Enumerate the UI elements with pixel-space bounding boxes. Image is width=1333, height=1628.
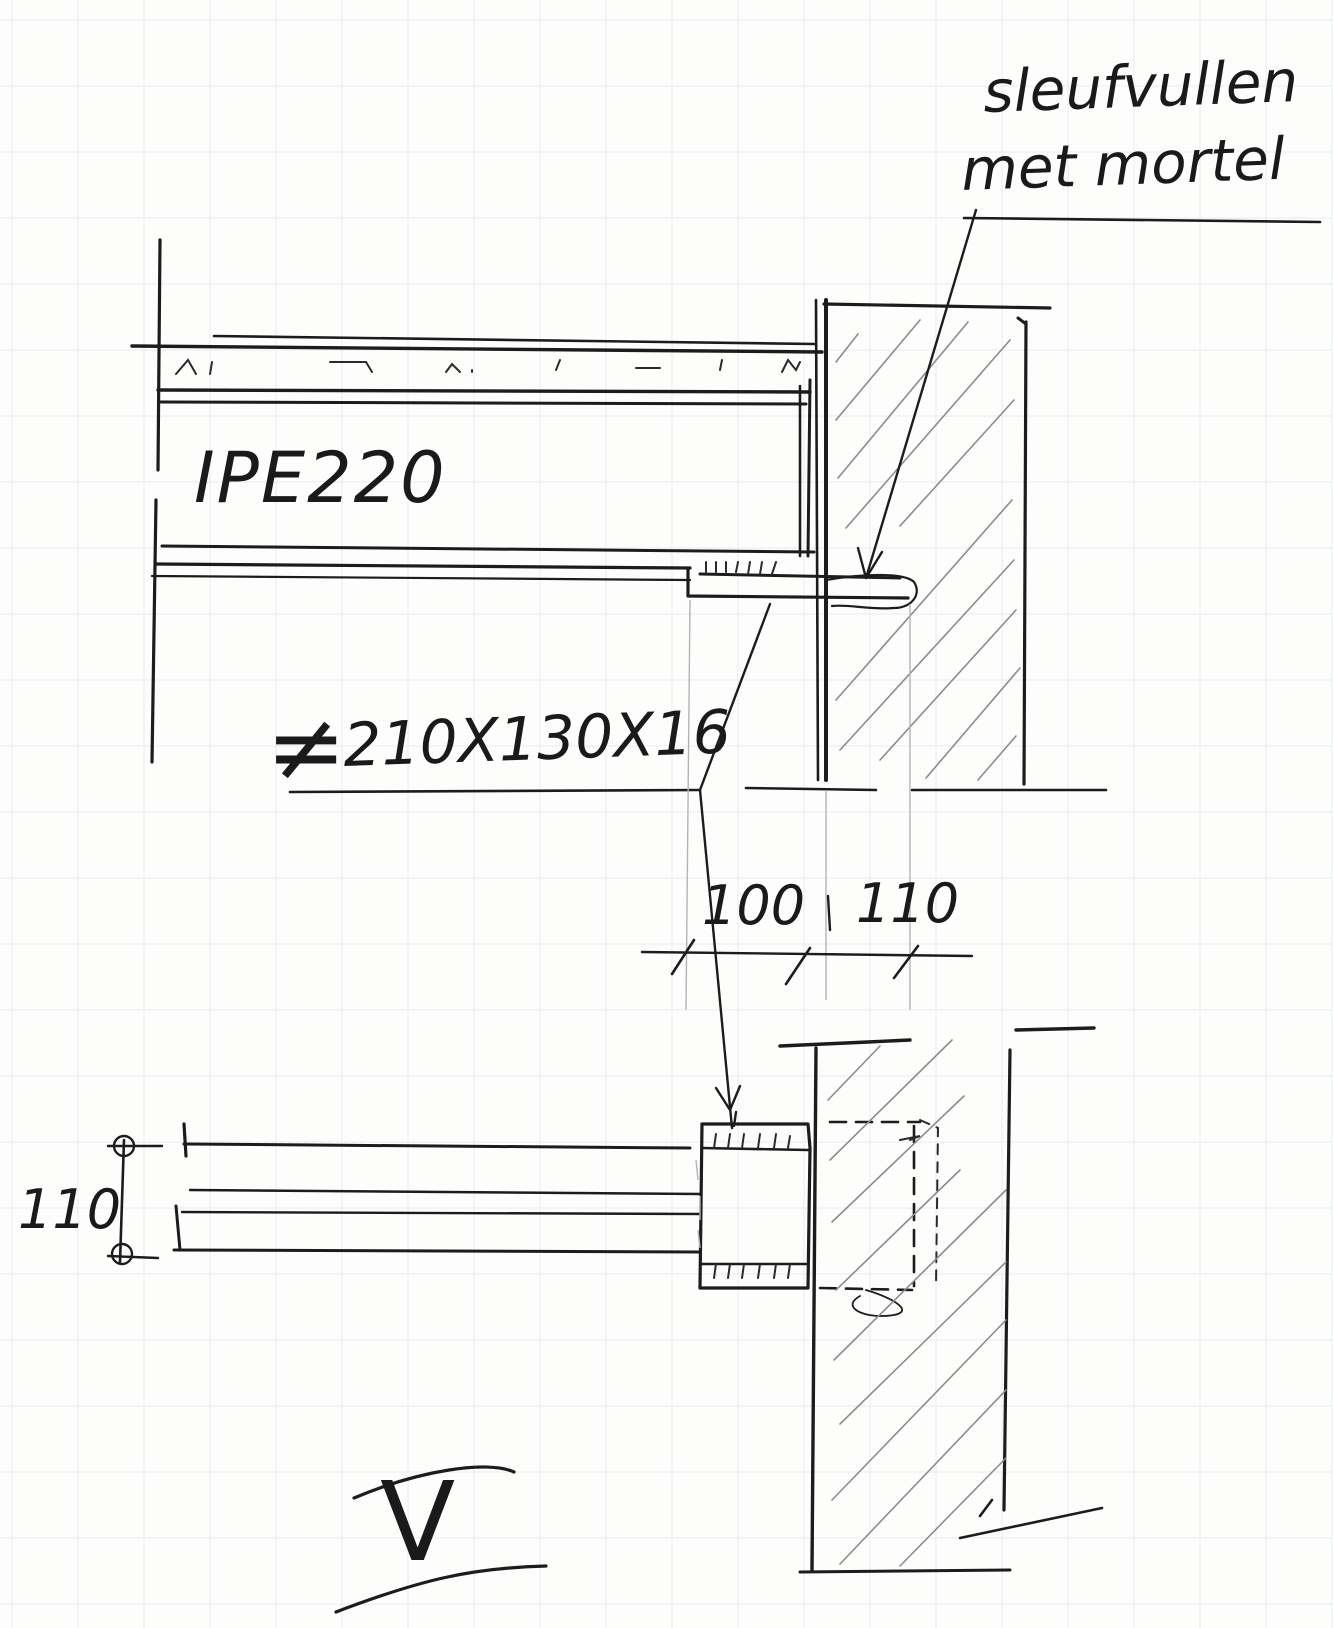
wall-hatch-top (835, 319, 1021, 781)
plate-leader (698, 602, 772, 1130)
wall-hatch-plan (827, 1039, 1007, 1567)
weld-marks-plan (713, 1133, 791, 1279)
note-line1: sleufvullen (982, 47, 1299, 126)
section-view (130, 208, 1322, 1130)
dimension-110-vertical: 110 (18, 1178, 121, 1241)
plate-size-label: 210X130X16 (342, 698, 732, 781)
plate-symbol: ≠ (266, 691, 346, 803)
weld-marks-top (705, 561, 777, 575)
dimension-lines (106, 894, 974, 1266)
plan-view (172, 1026, 1104, 1574)
section-mark-letter: V (380, 1458, 455, 1586)
mortar-leader (864, 208, 978, 580)
slab-marks (175, 358, 801, 375)
beam-profile-label: IPE220 (194, 437, 447, 519)
note-line2: met mortel (960, 125, 1286, 204)
dimension-110-horizontal: 110 (856, 872, 959, 935)
section-marker (334, 1465, 548, 1614)
dimension-100: 100 (702, 874, 805, 937)
